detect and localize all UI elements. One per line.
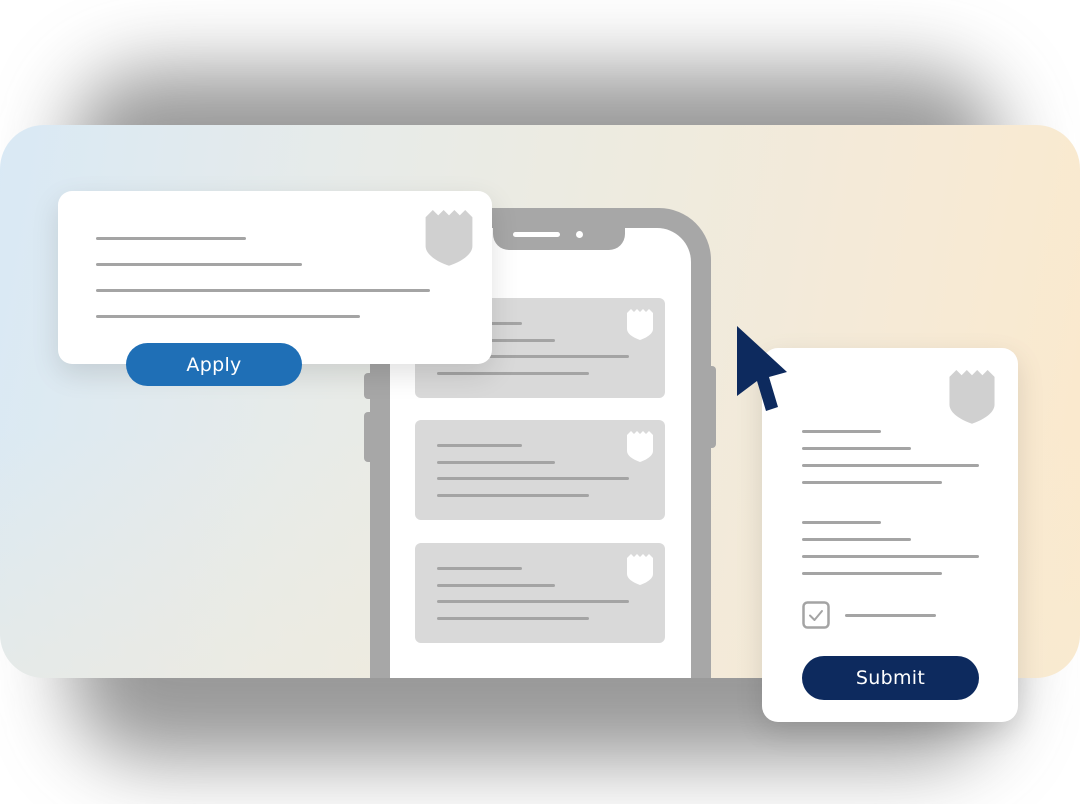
placeholder-line	[96, 237, 246, 240]
shield-icon	[949, 370, 995, 424]
application-form-card: Submit	[762, 348, 1018, 722]
checkbox-label-placeholder	[845, 614, 936, 617]
phone-volume-button	[364, 373, 371, 399]
placeholder-line	[802, 464, 979, 467]
placeholder-line	[437, 461, 555, 464]
shield-icon	[627, 309, 653, 340]
placeholder-line	[437, 444, 522, 447]
phone-notch	[493, 228, 625, 250]
phone-camera	[576, 231, 583, 238]
job-list-item[interactable]	[415, 543, 665, 643]
placeholder-line	[437, 617, 589, 620]
placeholder-line	[437, 600, 629, 603]
placeholder-line	[802, 481, 942, 484]
placeholder-line	[802, 430, 881, 433]
shield-icon	[627, 431, 653, 462]
phone-speaker	[513, 232, 560, 237]
placeholder-line	[802, 447, 911, 450]
shield-icon	[425, 210, 473, 266]
apply-button[interactable]: Apply	[126, 343, 302, 386]
placeholder-line	[437, 372, 589, 375]
phone-side-button	[709, 366, 716, 448]
placeholder-line	[437, 584, 555, 587]
placeholder-line	[96, 315, 360, 318]
shield-icon	[627, 554, 653, 585]
mouse-pointer-icon	[737, 326, 787, 411]
placeholder-line	[437, 339, 555, 342]
submit-button[interactable]: Submit	[802, 656, 979, 700]
placeholder-line	[802, 521, 881, 524]
phone-volume-button	[364, 412, 371, 462]
placeholder-line	[802, 555, 979, 558]
placeholder-line	[96, 289, 430, 292]
placeholder-line	[437, 567, 522, 570]
agree-checkbox[interactable]	[802, 601, 830, 629]
checkmark-icon	[809, 610, 823, 621]
job-posting-card	[58, 191, 492, 364]
placeholder-line	[802, 572, 942, 575]
placeholder-line	[802, 538, 911, 541]
job-list-item[interactable]	[415, 420, 665, 520]
placeholder-line	[437, 477, 629, 480]
placeholder-line	[437, 494, 589, 497]
placeholder-line	[96, 263, 302, 266]
placeholder-line	[437, 355, 629, 358]
